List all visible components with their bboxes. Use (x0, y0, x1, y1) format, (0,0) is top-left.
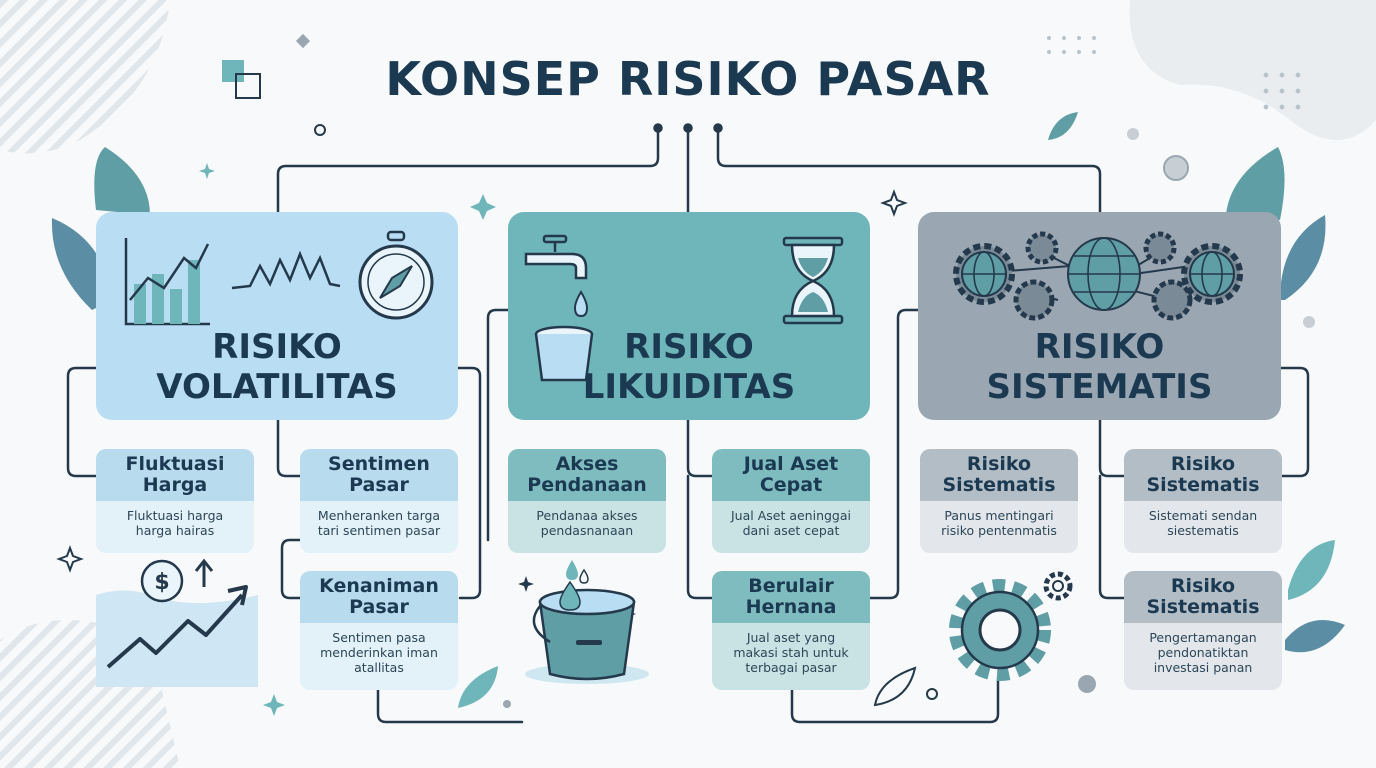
item-berulair-hernana: Berulair Hernana Jual aset yang makasi s… (712, 571, 870, 690)
item-title: Berulair Hernana (712, 571, 870, 623)
blob-decor-top-right (1129, 0, 1376, 140)
connector-lines (66, 123, 1310, 724)
item-description: Pengertamangan pendonatiktan investasi p… (1124, 623, 1282, 690)
page-title: KONSEP RISIKO PASAR (385, 52, 991, 106)
item-description: Jual Aset aeninggai dani aset cepat (712, 501, 870, 553)
compass-icon (358, 230, 434, 320)
item-description: Fluktuasi harga harga hairas (96, 501, 254, 553)
bar-chart-icon (124, 238, 210, 326)
bucket-icon (534, 325, 594, 382)
item-title: Sentimen Pasar (300, 449, 458, 501)
category-title-line1: RISIKO (212, 327, 342, 367)
item-sentimen-pasar: Sentimen Pasar Menheranken targa tari se… (300, 449, 458, 553)
money-growth-icon: $ (96, 558, 258, 687)
item-risiko-sistematis-3: Risiko Sistematis Pengertamangan pendona… (1124, 571, 1282, 690)
leaf-decor (51, 112, 1345, 708)
item-description: Sistemati sendan siestematis (1124, 501, 1282, 553)
category-title-line1: RISIKO (624, 327, 754, 367)
category-title-line1: RISIKO (1034, 327, 1165, 367)
square-decor (222, 60, 244, 82)
sparkle-decor (199, 163, 496, 716)
gear-icon (949, 571, 1073, 681)
item-description: Jual aset yang makasi stah untuk terbaga… (712, 623, 870, 690)
item-risiko-sistematis-1: Risiko Sistematis Panus mentingari risik… (920, 449, 1078, 553)
diamond-decor (295, 33, 311, 49)
category-likuiditas: RISIKO LIKUIDITAS (508, 212, 870, 420)
bucket-icon (518, 560, 649, 684)
dot-grid-decor (1047, 36, 1301, 110)
square-outline-decor (235, 73, 261, 99)
item-title: Akses Pendanaan (508, 449, 666, 501)
category-volatilitas: RISIKO VOLATILITAS (96, 212, 458, 420)
faucet-icon (524, 234, 589, 318)
item-title: Kenaniman Pasar (300, 571, 458, 623)
svg-text:$: $ (154, 570, 169, 595)
stripe-decor-top-left (0, 0, 170, 154)
item-risiko-sistematis-2: Risiko Sistematis Sistemati sendan siest… (1124, 449, 1282, 553)
item-jual-aset-cepat: Jual Aset Cepat Jual Aset aeninggai dani… (712, 449, 870, 553)
line-wave-icon (231, 250, 341, 290)
item-fluktuasi-harga: Fluktuasi Harga Fluktuasi harga harga ha… (96, 449, 254, 553)
item-title: Risiko Sistematis (1124, 449, 1282, 501)
item-title: Risiko Sistematis (1124, 571, 1282, 623)
item-description: Pendanaa akses pendasnanaan (508, 501, 666, 553)
category-title-line2: SISTEMATIS (986, 367, 1213, 407)
item-akses-pendanaan: Akses Pendanaan Pendanaa akses pendasnan… (508, 449, 666, 553)
item-description: Sentimen pasa menderinkan iman atallitas (300, 623, 458, 690)
category-sistematis: RISIKO SISTEMATIS (918, 212, 1281, 420)
category-title-line2: VOLATILITAS (156, 367, 398, 407)
item-title: Fluktuasi Harga (96, 449, 254, 501)
hourglass-icon (782, 236, 844, 325)
item-kenaniman-pasar: Kenaniman Pasar Sentimen pasa menderinka… (300, 571, 458, 690)
item-description: Panus mentingari risiko pentenmatis (920, 501, 1078, 553)
item-title: Jual Aset Cepat (712, 449, 870, 501)
category-title-line2: LIKUIDITAS (582, 367, 796, 407)
gear-globe-network-icon (953, 231, 1243, 321)
item-title: Risiko Sistematis (920, 449, 1078, 501)
item-description: Menheranken targa tari sentimen pasar (300, 501, 458, 553)
